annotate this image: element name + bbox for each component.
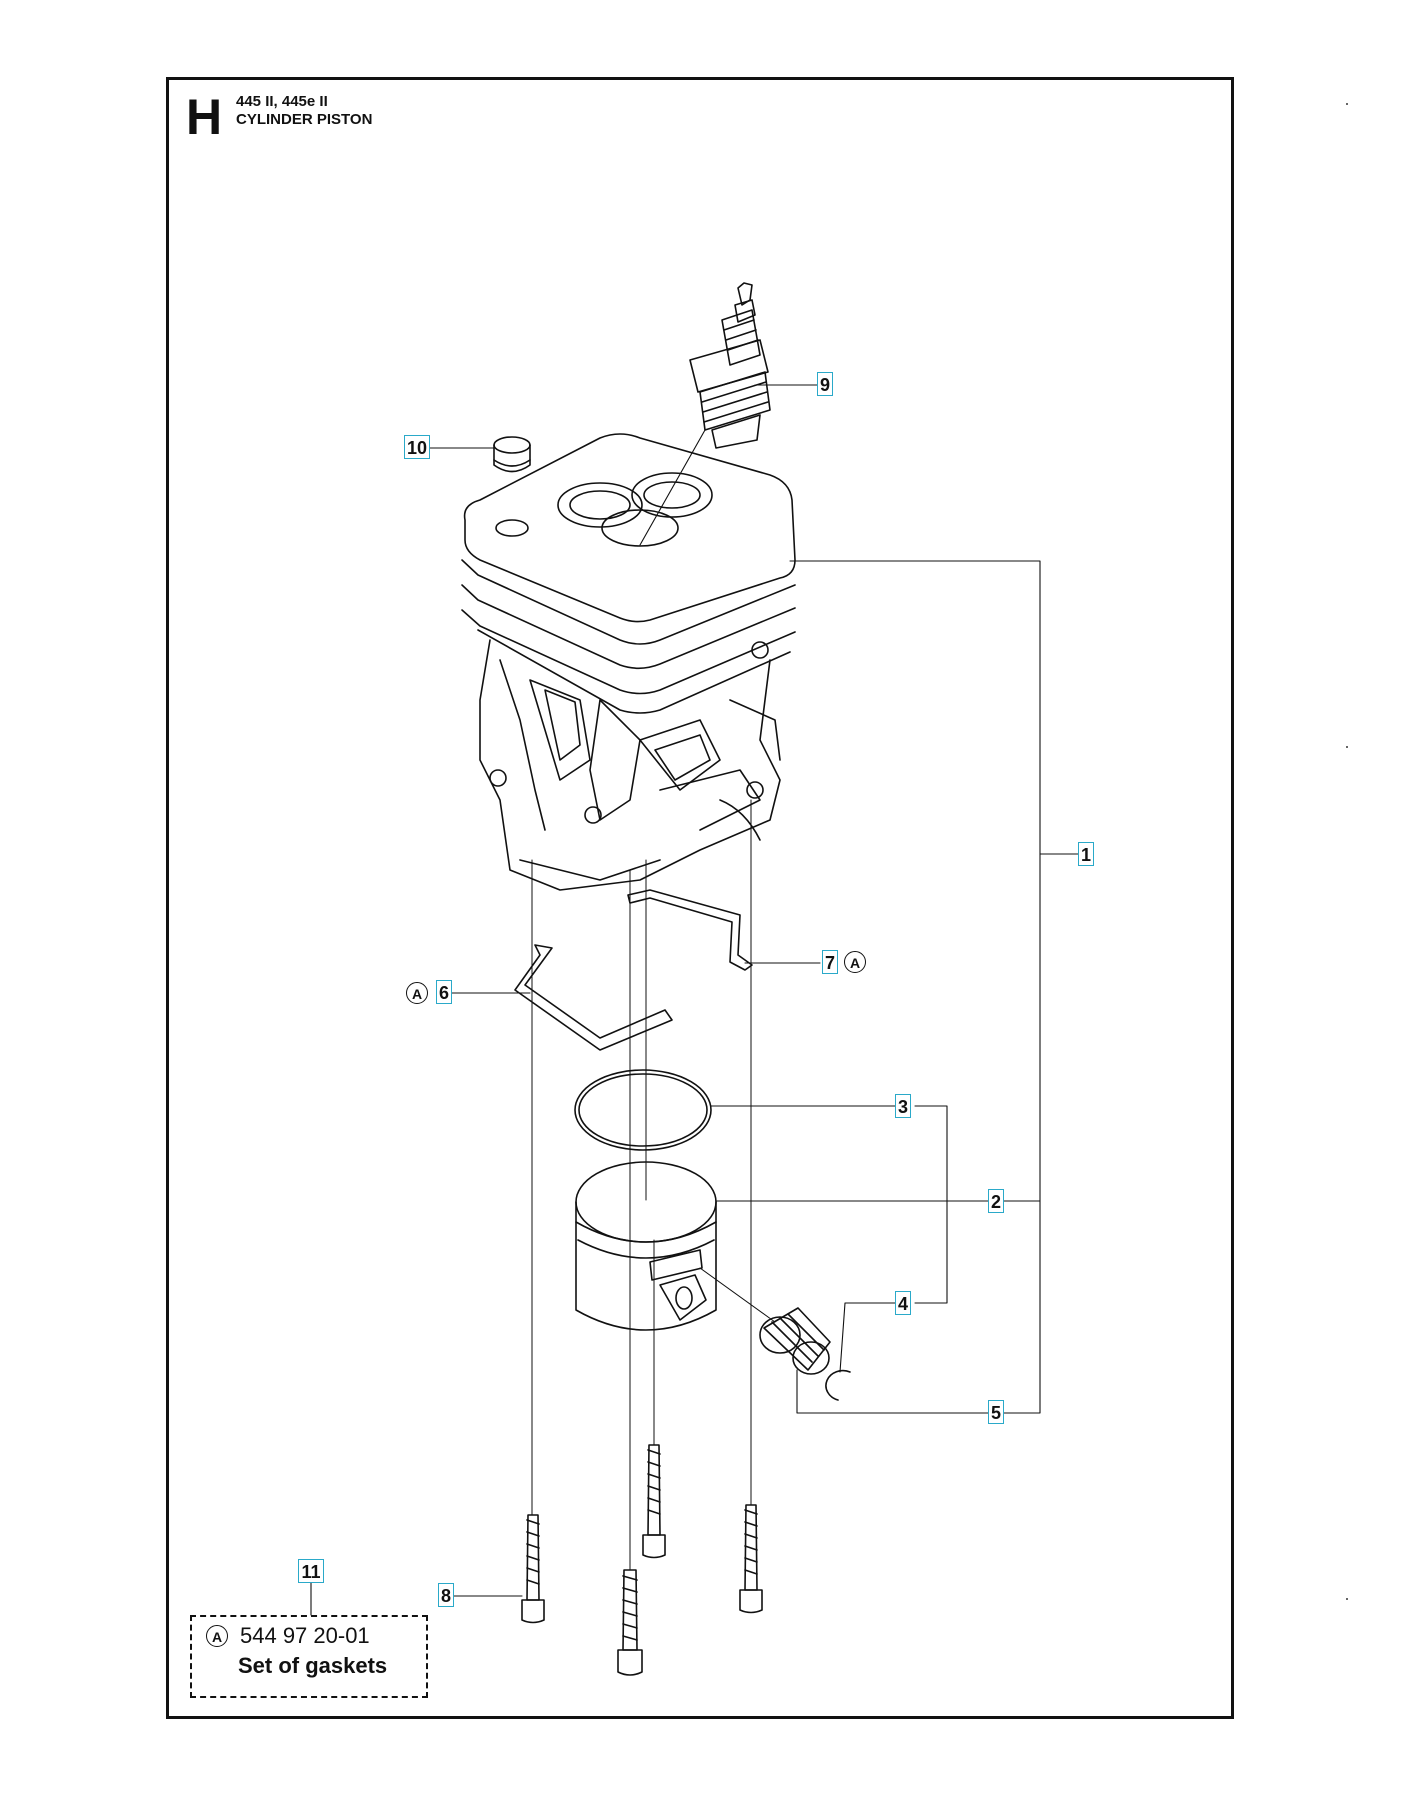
- gasket-6: [514, 944, 673, 1051]
- callout-8[interactable]: 8: [438, 1583, 454, 1607]
- ref-a-marker-7: A: [844, 951, 866, 973]
- ref-a-marker-6: A: [406, 982, 428, 1004]
- callout-9[interactable]: 9: [817, 372, 833, 396]
- callout-1[interactable]: 1: [1078, 842, 1094, 866]
- gasket-kit-box: [190, 1615, 428, 1698]
- edge-mark: [1346, 746, 1348, 748]
- bolt-right: [739, 1504, 763, 1614]
- axis-lines: [531, 799, 776, 1571]
- callout-11[interactable]: 11: [298, 1559, 324, 1583]
- kit-part-number: 544 97 20-01: [240, 1623, 370, 1648]
- diagram-frame: [166, 77, 1234, 1719]
- leader-lines: [310, 384, 1081, 1616]
- cylinder: [461, 433, 796, 891]
- edge-mark: [1346, 1598, 1348, 1600]
- bolt-center-top: [642, 1444, 666, 1559]
- model-name: 445 II, 445e II: [236, 93, 328, 110]
- cap-plug: [493, 436, 531, 473]
- bolt-left-8: [521, 1514, 545, 1624]
- callout-10[interactable]: 10: [404, 435, 430, 459]
- bolt-center-bottom: [617, 1569, 643, 1676]
- piston-ring: [574, 1069, 712, 1151]
- needle-bearing: [759, 1307, 831, 1375]
- circlip: [825, 1369, 851, 1401]
- diagram-title: CYLINDER PISTON: [236, 111, 373, 128]
- callout-7[interactable]: 7: [822, 950, 838, 974]
- kit-ref-a-marker: A: [206, 1625, 228, 1647]
- gasket-7: [627, 889, 753, 971]
- kit-description: Set of gaskets: [238, 1653, 388, 1678]
- callout-6[interactable]: 6: [436, 980, 452, 1004]
- callout-5[interactable]: 5: [988, 1400, 1004, 1424]
- callout-2[interactable]: 2: [988, 1189, 1004, 1213]
- edge-mark: [1346, 103, 1348, 105]
- piston: [575, 1161, 717, 1331]
- callout-3[interactable]: 3: [895, 1094, 911, 1118]
- section-letter: H: [186, 89, 223, 145]
- spark-plug: [689, 282, 771, 449]
- callout-4[interactable]: 4: [895, 1291, 911, 1315]
